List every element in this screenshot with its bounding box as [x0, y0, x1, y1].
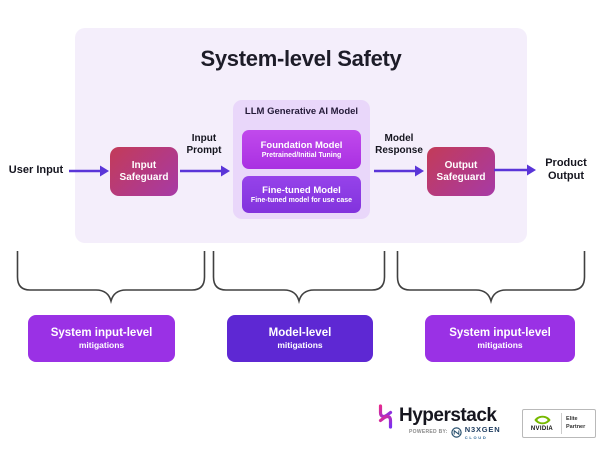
brace-left	[16, 251, 206, 304]
model-response-line2: Response	[375, 145, 423, 156]
powered-by-label: POWERED BY:	[409, 429, 448, 436]
nvidia-tier-line1: Elite	[566, 416, 578, 423]
powered-by-row: POWERED BY: N3XGEN CLOUD	[409, 425, 500, 440]
nvidia-tier-cell: Elite Partner	[562, 410, 595, 437]
input-prompt-line2: Prompt	[186, 145, 222, 156]
n3xgen-cloud-label: CLOUD	[464, 434, 488, 440]
model-response-line1: Model	[384, 133, 414, 144]
output-safeguard-line1: Output	[444, 159, 478, 171]
brace-right	[396, 251, 586, 304]
fine-tuned-model-title: Fine-tuned Model	[262, 185, 341, 196]
llm-container-title: LLM Generative AI Model	[244, 106, 359, 117]
n3xgen-name: N3XGEN	[464, 425, 501, 434]
n3xgen-wordmark-block: N3XGEN CLOUD	[465, 425, 501, 440]
nvidia-logo-cell: NVIDIA	[523, 410, 561, 437]
foundation-model-title: Foundation Model	[260, 140, 343, 151]
input-prompt-label: Input Prompt	[178, 133, 230, 157]
input-prompt-line1: Input	[191, 133, 217, 144]
output-safeguard-line2: Safeguard	[436, 171, 486, 183]
user-input-label: User Input	[8, 164, 64, 176]
nvidia-elite-partner-badge: NVIDIA Elite Partner	[522, 409, 596, 438]
mitigation-box-system-input-right: System input-level mitigations	[425, 315, 575, 362]
arrow-right-icon-1	[69, 165, 109, 177]
model-response-label: Model Response	[370, 133, 428, 157]
hyperstack-wordmark: Hyperstack	[399, 405, 497, 426]
output-safeguard-box: Output Safeguard	[427, 147, 495, 196]
nvidia-tier-line2: Partner	[566, 423, 586, 430]
input-safeguard-line2: Safeguard	[119, 171, 169, 183]
nvidia-wordmark: NVIDIA	[530, 426, 554, 432]
arrow-right-icon-2	[180, 165, 230, 177]
hyperstack-h-icon	[378, 404, 393, 429]
badge-divider	[561, 413, 562, 434]
foundation-model-subtitle: Pretrained/Initial Tuning	[261, 152, 342, 159]
mitigation-title: Model-level	[268, 327, 332, 339]
mitigation-title: System input-level	[449, 327, 551, 339]
mitigation-subtitle: mitigations	[78, 340, 125, 350]
foundation-model-box: Foundation Model Pretrained/Initial Tuni…	[242, 130, 361, 169]
mitigation-subtitle: mitigations	[277, 340, 323, 350]
input-safeguard-box: Input Safeguard	[110, 147, 178, 196]
product-output-line1: Product	[545, 157, 587, 169]
fine-tuned-model-box: Fine-tuned Model Fine-tuned model for us…	[242, 176, 361, 213]
n3xgen-globe-icon	[451, 427, 462, 438]
mitigation-box-model-level: Model-level mitigations	[227, 315, 373, 362]
product-output-line2: Output	[547, 170, 585, 183]
brace-middle	[212, 251, 386, 304]
product-output-label: Product Output	[537, 157, 595, 183]
arrow-right-icon-4	[494, 164, 536, 176]
nvidia-eye-icon	[533, 415, 551, 425]
mitigation-title: System input-level	[50, 327, 153, 339]
diagram-title: System-level Safety	[200, 46, 402, 71]
fine-tuned-model-subtitle: Fine-tuned model for use case	[250, 197, 353, 204]
mitigation-box-system-input-left: System input-level mitigations	[28, 315, 175, 362]
mitigation-subtitle: mitigations	[477, 340, 523, 350]
arrow-right-icon-3	[374, 165, 424, 177]
input-safeguard-line1: Input	[131, 159, 157, 171]
